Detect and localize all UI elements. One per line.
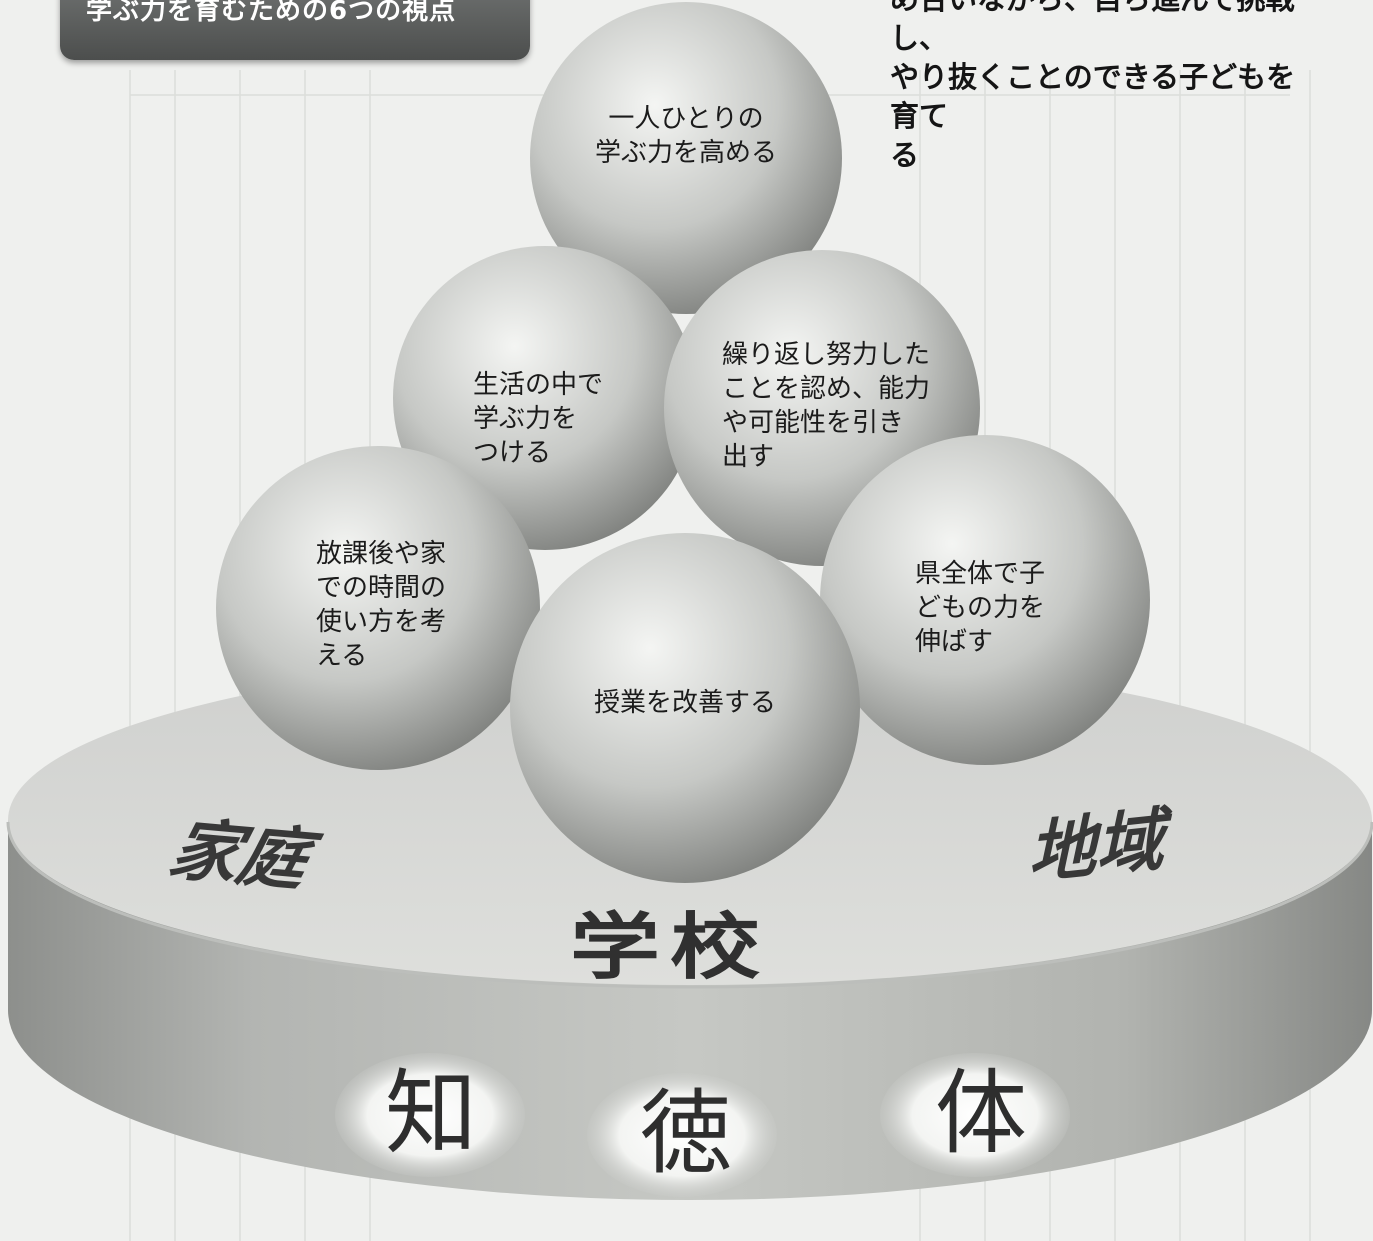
virtue-oval-chi: [335, 1053, 525, 1177]
platform-label-school: 学校: [569, 905, 771, 989]
virtue-ovals: [335, 1053, 1070, 1197]
viewpoint-top-label: 一人ひとりの 学ぶ力を高める: [594, 104, 777, 168]
virtue-oval-toku: [587, 1073, 777, 1197]
virtue-tai: 体: [935, 1060, 1028, 1167]
sphere-bottom-right: [820, 435, 1150, 765]
virtue-oval-tai: [880, 1053, 1070, 1177]
goal-line-2: やり抜くことのできる子どもを育て: [890, 60, 1296, 133]
platform-label-community: 地域: [1025, 798, 1178, 895]
spheres: [216, 2, 1150, 883]
platform-rim: [6, 821, 1373, 989]
viewpoint-mid-left-label: 生活の中で 学ぶ力を つける: [473, 370, 604, 468]
sphere-bottom-left: [216, 446, 540, 770]
viewpoint-bottom-left-label: 放課後や家 での時間の 使い方を考 える: [316, 539, 447, 671]
sphere-top: [530, 2, 842, 314]
viewpoint-bottom-center-label: 授業を改善する: [593, 688, 776, 718]
goal-line-1: め合いながら、自ら進んで挑戦し、: [890, 0, 1295, 55]
virtue-chi: 知: [385, 1060, 478, 1167]
viewpoint-bottom-right-label: 県全体で子 どもの力を 伸ばす: [915, 559, 1046, 657]
page-title: 学ぶ力を育むための6つの視点: [86, 0, 457, 26]
goal-line-3: る: [890, 138, 920, 172]
viewpoint-mid-right-label: 繰り返し努力した ことを認め、能力 や可能性を引き 出す: [722, 340, 931, 472]
sphere-bottom-center: [510, 533, 860, 883]
title-banner: 学ぶ力を育むための6つの視点: [60, 0, 530, 60]
virtue-toku: 徳: [640, 1080, 733, 1187]
